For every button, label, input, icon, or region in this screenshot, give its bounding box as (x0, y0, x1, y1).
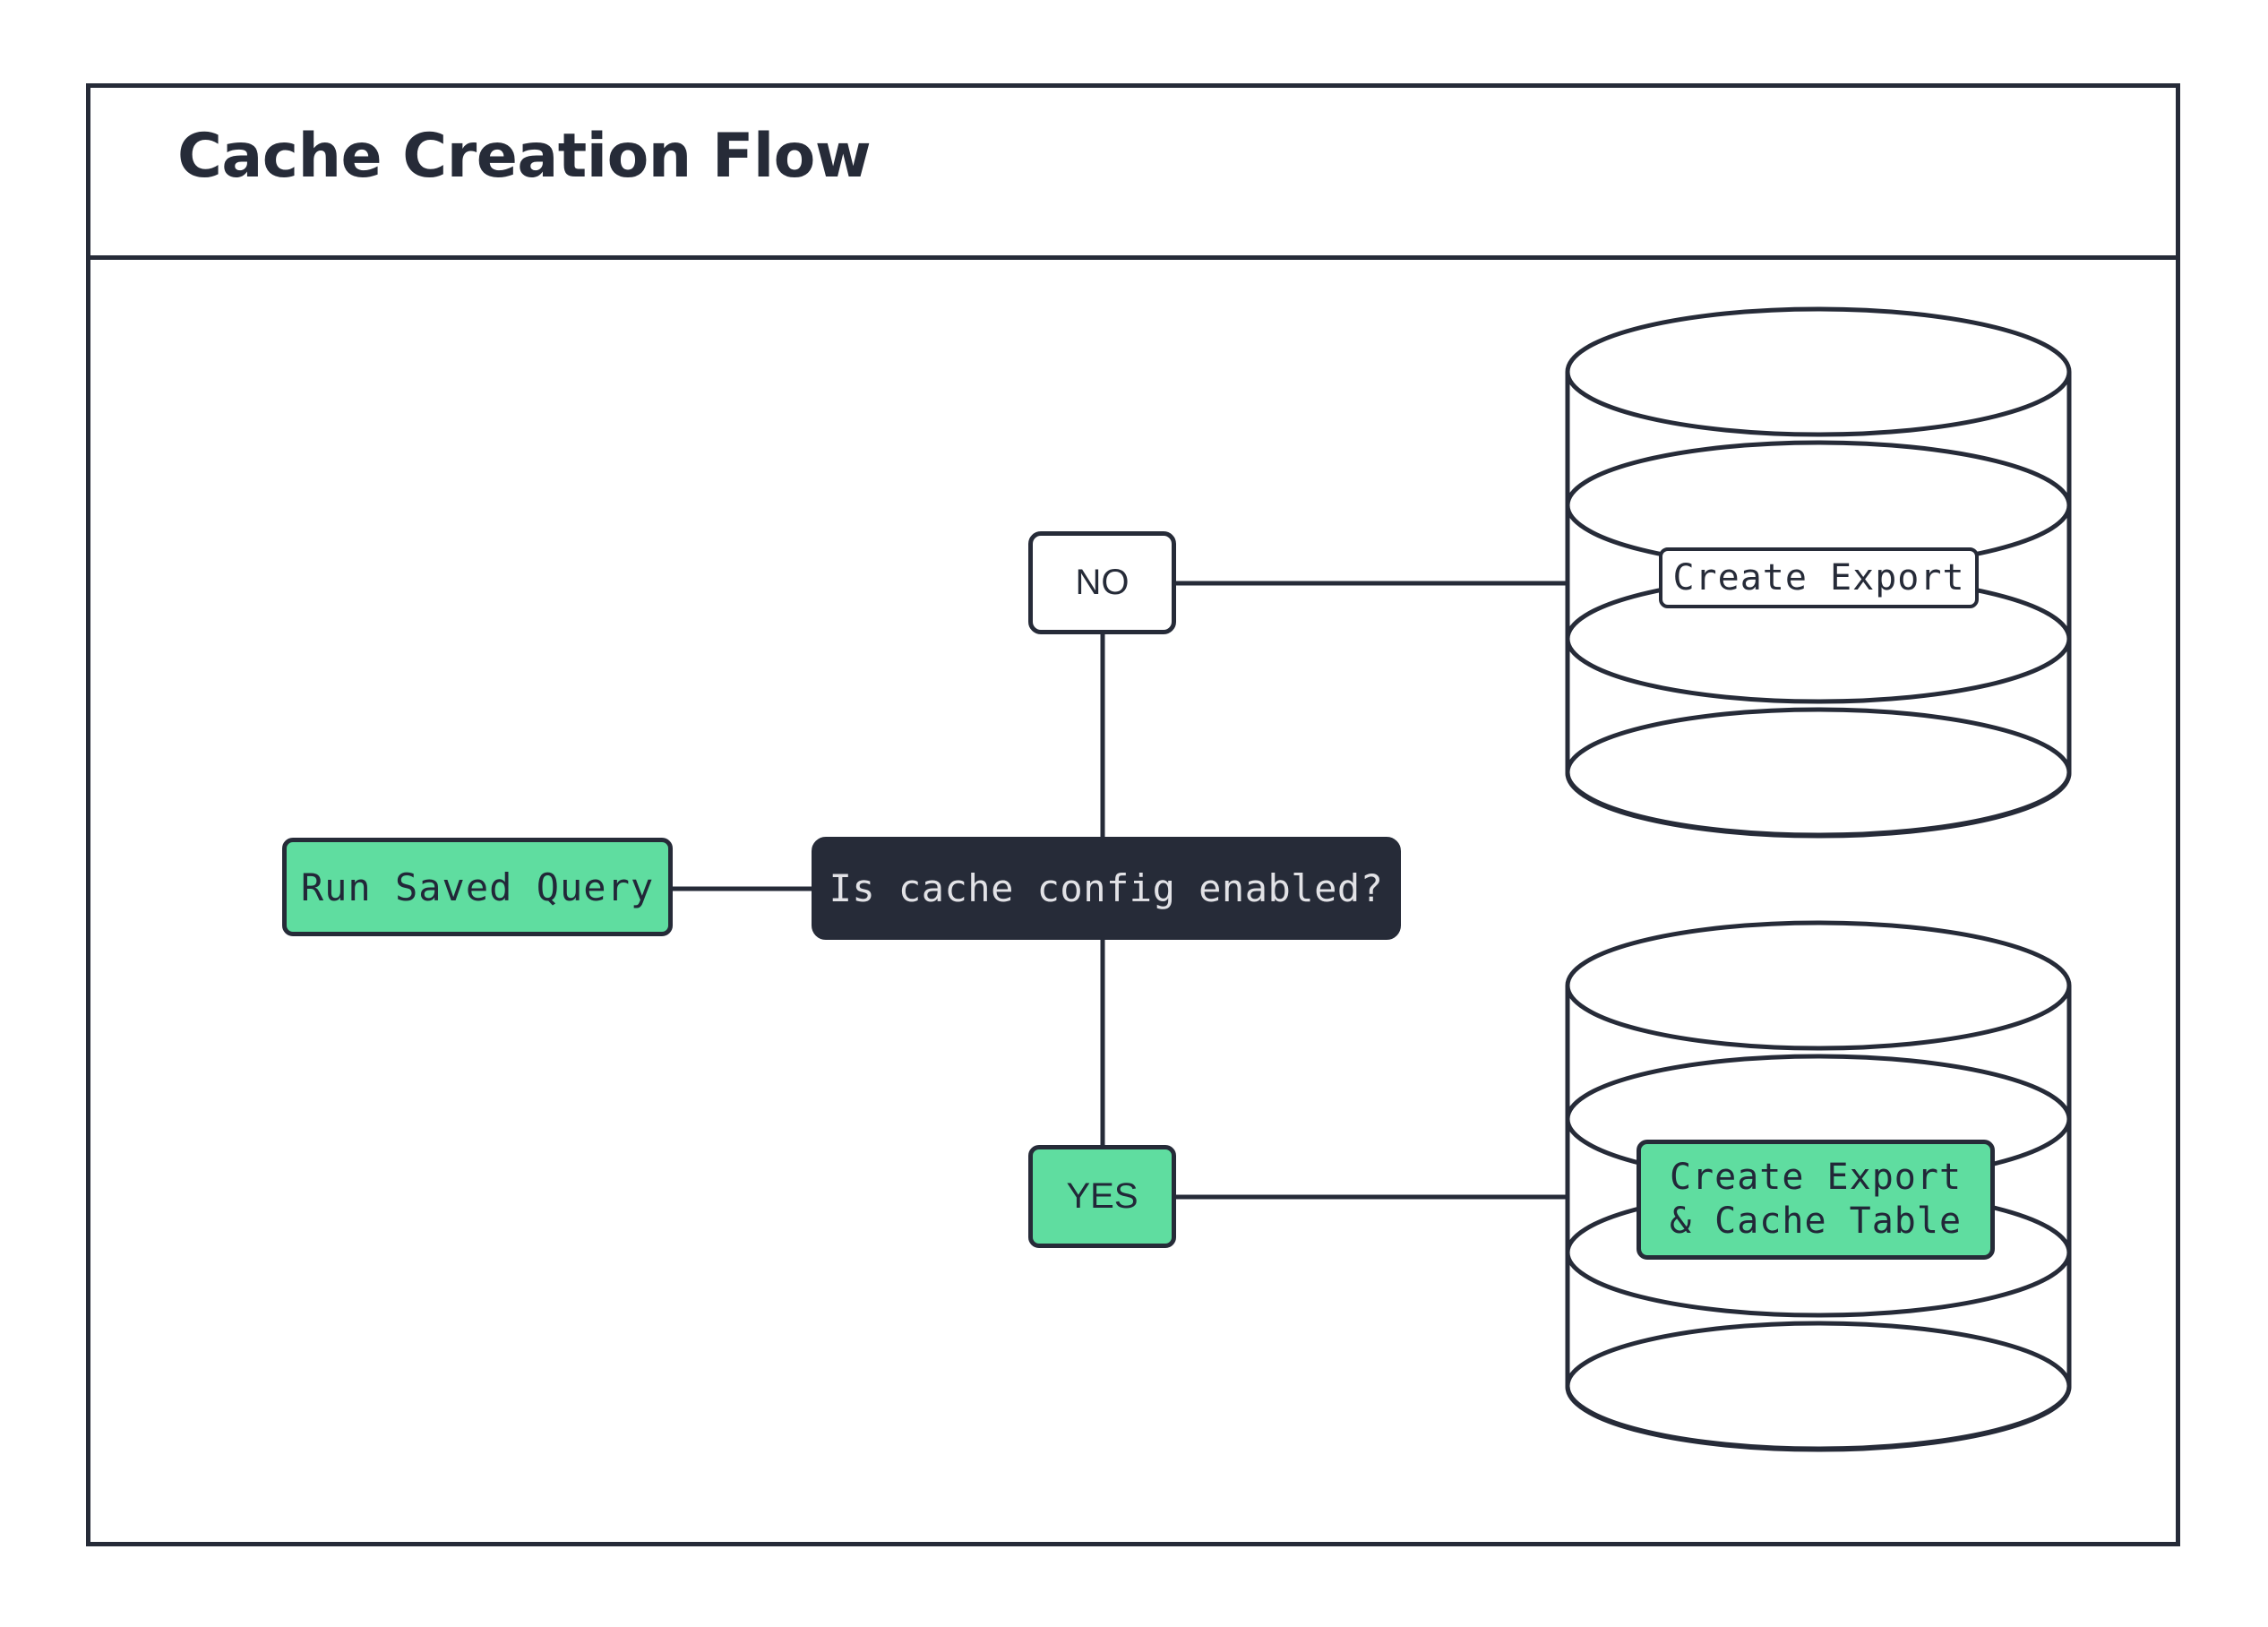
page-title: Cache Creation Flow (177, 121, 872, 192)
diagram-frame (86, 83, 2180, 1546)
diagram-title-bar (86, 83, 2180, 260)
node-run-saved-query[interactable]: Run Saved Query (282, 838, 673, 936)
node-create-export-and-cache-table[interactable]: Create Export & Cache Table (1637, 1140, 1995, 1260)
branch-label-no[interactable]: NO (1028, 531, 1176, 634)
node-is-cache-config-enabled[interactable]: Is cache config enabled? (812, 837, 1401, 940)
node-create-export[interactable]: Create Export (1659, 547, 1979, 608)
branch-label-yes[interactable]: YES (1028, 1145, 1176, 1248)
